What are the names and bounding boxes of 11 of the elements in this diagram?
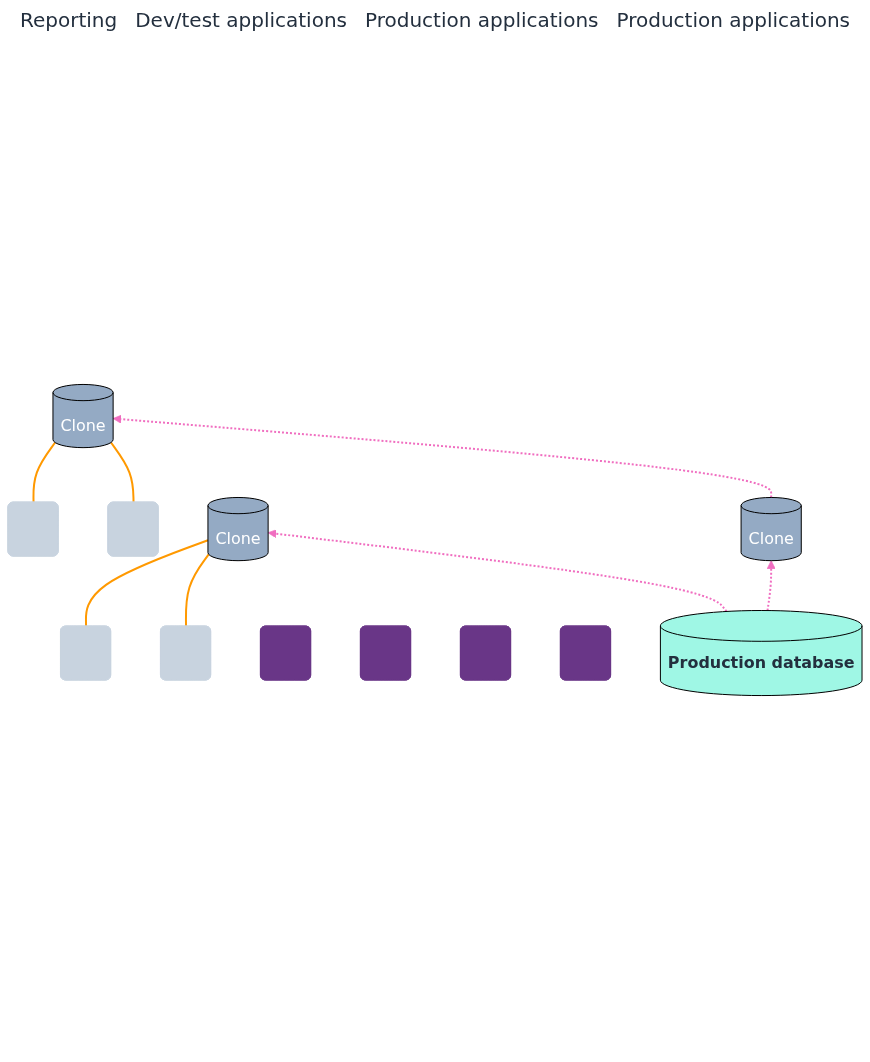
group-heading: Production applications	[365, 8, 599, 32]
connector	[84, 539, 209, 628]
connector	[184, 553, 210, 628]
connector	[110, 441, 135, 504]
group-heading: Production applications	[616, 8, 851, 32]
arrow	[112, 414, 773, 499]
arrow	[267, 529, 728, 613]
group-heading: Dev/test applications	[135, 8, 347, 32]
arrow	[766, 560, 776, 612]
group-heading: Reporting	[19, 8, 118, 32]
connector	[32, 441, 57, 504]
